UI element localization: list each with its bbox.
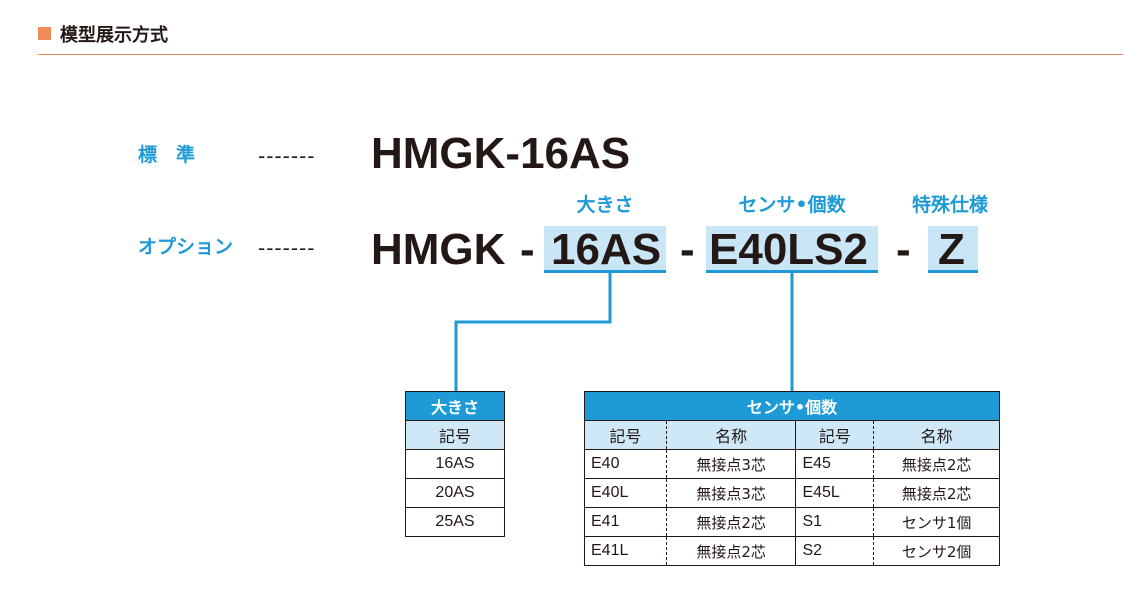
table-cell: 20AS bbox=[405, 478, 505, 508]
table-row: E41L 無接点2芯 S2 センサ2個 bbox=[584, 536, 1000, 566]
table-cell: E41L bbox=[584, 536, 667, 566]
table-cell: E45L bbox=[795, 478, 875, 508]
table-row: E40L 無接点3芯 E45L 無接点2芯 bbox=[584, 478, 1000, 508]
table-cell: E45 bbox=[795, 449, 875, 479]
section-title: 模型展示方式 bbox=[60, 25, 168, 46]
table-cell: 無接点3芯 bbox=[665, 478, 797, 508]
table-row: E41 無接点2芯 S1 センサ1個 bbox=[584, 507, 1000, 537]
size-connector-line bbox=[454, 273, 612, 392]
standard-model-code: HMGK-16AS bbox=[371, 129, 631, 178]
option-hyphen-2: - bbox=[680, 225, 695, 274]
sensor-table-header: 記号 bbox=[795, 420, 875, 450]
sensor-highlight bbox=[706, 226, 878, 273]
sensor-table-caption: センサ•個数 bbox=[584, 391, 1000, 421]
option-special-code: Z bbox=[938, 225, 965, 274]
size-label: 大きさ bbox=[576, 194, 634, 216]
table-cell: 無接点2芯 bbox=[665, 507, 797, 537]
standard-label: 標 準 bbox=[138, 144, 196, 166]
table-cell: 無接点2芯 bbox=[665, 536, 797, 566]
table-cell: 25AS bbox=[405, 507, 505, 537]
sensor-table-header: 名称 bbox=[873, 420, 1000, 450]
option-sensor-code: E40LS2 bbox=[709, 225, 868, 274]
size-highlight bbox=[544, 226, 666, 273]
option-model-prefix: HMGK bbox=[371, 225, 506, 274]
option-hyphen-1: - bbox=[520, 225, 535, 274]
sensor-count-label: センサ•個数 bbox=[738, 194, 846, 216]
table-cell: 無接点2芯 bbox=[873, 449, 1000, 479]
special-highlight bbox=[928, 226, 978, 273]
option-label: オプション bbox=[138, 236, 234, 258]
table-cell: 無接点2芯 bbox=[873, 478, 1000, 508]
table-cell: E40 bbox=[584, 449, 667, 479]
sensor-table: センサ•個数 記号 名称 記号 名称 E40 無接点3芯 E45 無接点2芯 E… bbox=[584, 391, 1000, 566]
sensor-table-header: 名称 bbox=[665, 420, 797, 450]
special-spec-label: 特殊仕様 bbox=[911, 194, 988, 216]
table-row: E40 無接点3芯 E45 無接点2芯 bbox=[584, 449, 1000, 479]
orange-square-icon bbox=[38, 27, 51, 40]
size-table: 大きさ 記号 16AS 20AS 25AS bbox=[405, 391, 505, 537]
table-cell: E40L bbox=[584, 478, 667, 508]
table-cell: センサ2個 bbox=[873, 536, 1000, 566]
standard-dashes: ------- bbox=[258, 144, 316, 168]
size-table-caption: 大きさ bbox=[405, 391, 505, 421]
sensor-table-header: 記号 bbox=[584, 420, 667, 450]
section-header: 模型展示方式 bbox=[38, 18, 1123, 55]
table-cell: S2 bbox=[795, 536, 875, 566]
table-cell: 無接点3芯 bbox=[665, 449, 797, 479]
option-dashes: ------- bbox=[258, 236, 316, 260]
table-cell: 16AS bbox=[405, 449, 505, 479]
option-hyphen-3: - bbox=[896, 225, 911, 274]
table-cell: S1 bbox=[795, 507, 875, 537]
table-cell: E41 bbox=[584, 507, 667, 537]
option-size-code: 16AS bbox=[551, 225, 662, 274]
size-table-header: 記号 bbox=[405, 420, 505, 450]
table-cell: センサ1個 bbox=[873, 507, 1000, 537]
